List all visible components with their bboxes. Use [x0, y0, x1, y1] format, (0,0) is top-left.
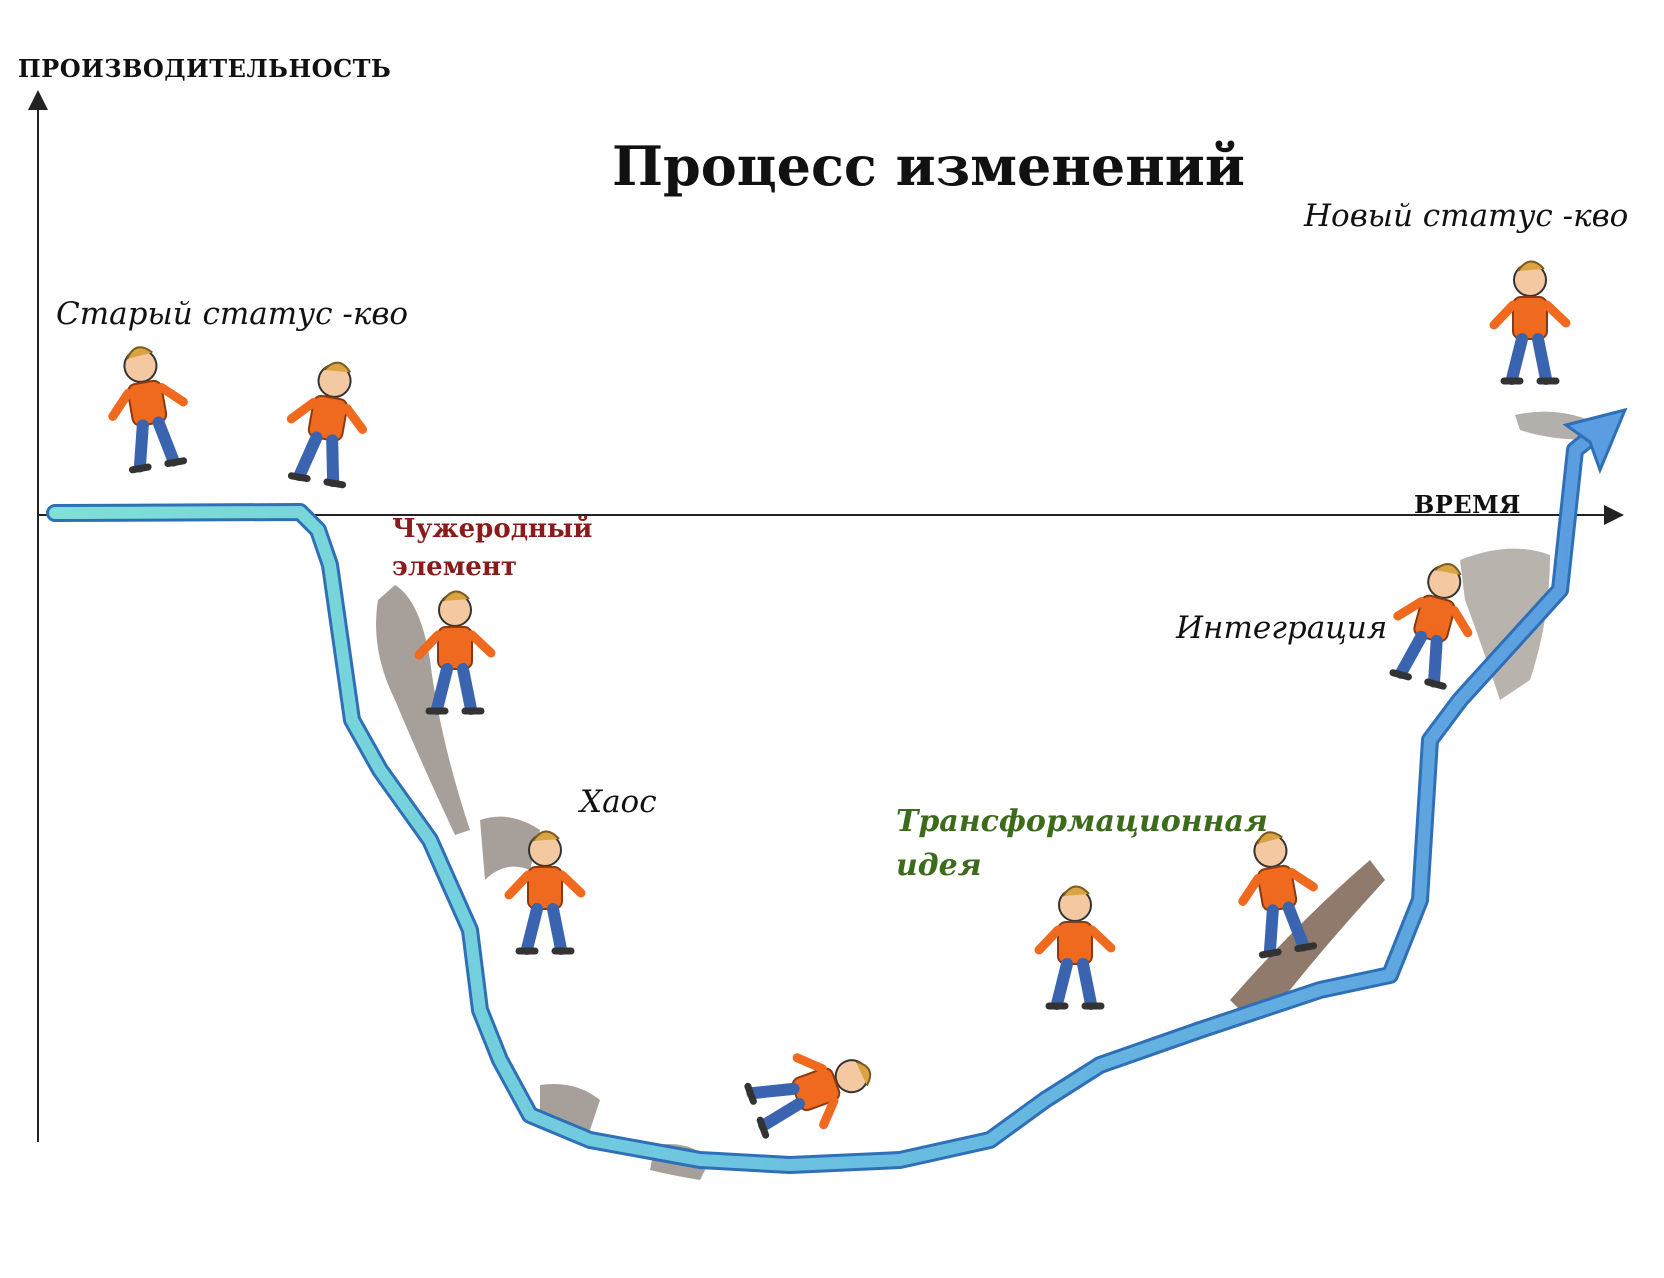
figure-arms	[1489, 300, 1571, 330]
figure-walking-log	[1238, 831, 1318, 959]
figure-shirt	[791, 1067, 841, 1112]
figure-climbing-up	[1389, 563, 1473, 690]
figure-stumbling	[286, 361, 368, 489]
figure-shirt	[527, 866, 563, 910]
figure-shirt	[1413, 594, 1456, 643]
figure-legs	[1051, 958, 1097, 1010]
figure-shoes	[1389, 669, 1447, 690]
rock-integration	[1460, 548, 1550, 700]
figure-hair	[323, 361, 352, 373]
figure-arms	[414, 630, 496, 660]
figure-shoes	[128, 457, 188, 474]
figure-shirt	[1057, 921, 1093, 965]
label-foreign-element-line1: Чужеродный	[392, 514, 593, 544]
figure-hair	[855, 1060, 872, 1087]
figure-shoes	[287, 472, 347, 489]
figure-shirt	[307, 394, 349, 442]
figure-climbing-down	[414, 590, 496, 715]
figure-hair	[1256, 831, 1283, 845]
change-curve-fill	[49, 424, 1606, 1171]
figure-hair	[126, 346, 153, 360]
figure-arms	[792, 1053, 839, 1130]
figure-hair	[1517, 260, 1545, 272]
figure-legs	[746, 1082, 805, 1132]
figure-shirt	[1512, 296, 1548, 340]
label-foreign-element: Чужеродный элемент	[392, 510, 592, 586]
label-transforming-idea: Трансформационная идея	[896, 800, 1268, 888]
figure-shoes	[1258, 942, 1318, 959]
figure-arms	[1034, 925, 1116, 955]
rock-cliff-left	[376, 585, 470, 835]
rock-log	[1230, 860, 1385, 1010]
figure-running	[108, 346, 188, 474]
figure-arms	[1238, 868, 1318, 906]
figure-legs	[133, 416, 180, 473]
label-chaos: Хаос	[580, 784, 657, 820]
x-axis-label: ВРЕМЯ	[1414, 490, 1521, 519]
figure-shirt	[437, 626, 473, 670]
figure-arms	[286, 398, 368, 434]
label-integration: Интеграция	[1176, 610, 1388, 646]
label-foreign-element-line2: элемент	[392, 552, 517, 582]
figure-standing	[1489, 260, 1571, 385]
diagram-title: Процесс изменений	[612, 134, 1245, 198]
characters	[108, 260, 1571, 1139]
rocks	[376, 411, 1600, 1180]
figure-sliding	[744, 1053, 872, 1139]
figure-legs	[1506, 333, 1552, 385]
figure-surprised	[1034, 885, 1116, 1010]
figure-legs	[521, 903, 567, 955]
figure-shoes	[744, 1082, 770, 1139]
curve-arrowhead	[1562, 407, 1628, 475]
figure-legs	[1263, 901, 1310, 958]
figure-hair	[532, 830, 560, 842]
label-transforming-idea-line1: Трансформационная	[896, 804, 1268, 839]
figure-legs	[431, 663, 477, 715]
figure-hair	[1062, 885, 1090, 897]
label-new-status-quo: Новый статус -кво	[1304, 198, 1629, 234]
y-axis-label: ПРОИЗВОДИТЕЛЬНОСТЬ	[18, 54, 392, 83]
figure-legs	[293, 431, 340, 488]
figure-arms	[1393, 597, 1473, 638]
figure-falling	[504, 830, 586, 955]
figure-hair	[1434, 563, 1462, 576]
figure-arms	[108, 383, 188, 421]
change-curve	[46, 421, 1609, 1174]
figure-shirt	[1256, 864, 1298, 912]
figure-legs	[1395, 630, 1443, 688]
figure-arms	[504, 870, 586, 900]
rock-chaos	[480, 816, 540, 880]
label-old-status-quo: Старый статус -кво	[56, 296, 409, 332]
figure-hair	[442, 590, 470, 602]
label-transforming-idea-line2: идея	[896, 848, 982, 883]
figure-shirt	[126, 379, 168, 427]
